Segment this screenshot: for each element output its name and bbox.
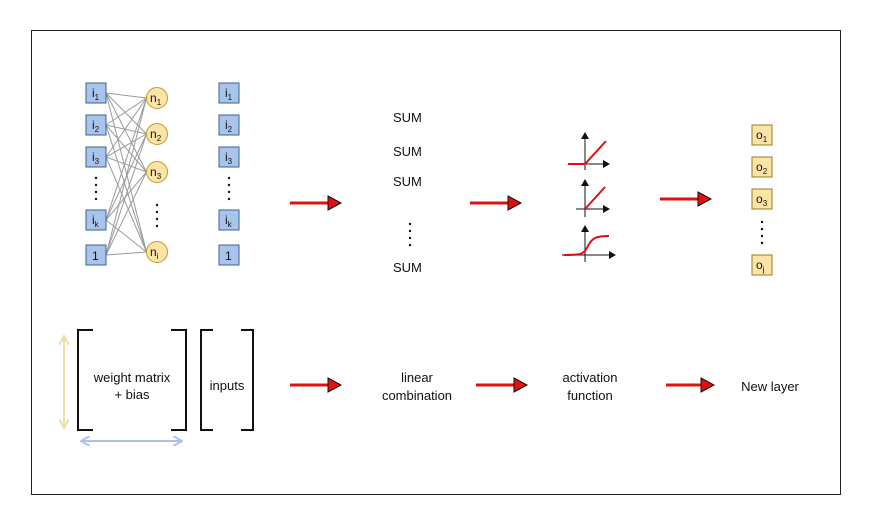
connection-line	[105, 97, 147, 256]
connection-line	[105, 156, 147, 173]
linear-icon	[576, 179, 610, 217]
connection-line	[105, 124, 147, 253]
connection-line	[105, 97, 147, 158]
vertical-ellipsis	[227, 176, 231, 201]
svg-text:ik: ik	[92, 213, 100, 229]
vertical-ellipsis	[155, 203, 159, 228]
input-node: i3	[218, 146, 240, 168]
connection-line	[105, 133, 147, 158]
sum-label: SUM	[393, 174, 422, 189]
connection-line	[105, 124, 147, 173]
svg-text:i1: i1	[92, 86, 100, 102]
activation-function-caption: function	[567, 388, 613, 403]
flow-arrow	[290, 195, 343, 211]
inputs-caption: inputs	[210, 378, 245, 393]
relu-icon	[568, 132, 610, 170]
output-node: o2	[751, 156, 773, 178]
connection-line	[105, 124, 147, 135]
sum-label: SUM	[393, 110, 422, 125]
sigmoid-icon	[562, 225, 616, 262]
diagram-frame	[31, 30, 841, 495]
connection-lines	[105, 92, 147, 256]
input-node: i2	[85, 114, 107, 136]
neuron-node: n1	[146, 87, 168, 109]
connection-line	[105, 156, 147, 253]
flow-arrow	[660, 191, 713, 207]
connection-line	[105, 92, 147, 253]
vertical-ellipsis	[760, 220, 764, 245]
neuron-column: n1 n2 n3 ni	[146, 87, 168, 263]
bias-caption: + bias	[114, 387, 150, 402]
svg-text:ni: ni	[150, 245, 159, 261]
connection-line	[105, 92, 147, 135]
svg-text:i2: i2	[92, 118, 100, 134]
flow-arrow	[470, 195, 523, 211]
sum-label: SUM	[393, 260, 422, 275]
svg-text:i1: i1	[225, 86, 233, 102]
svg-text:oj: oj	[756, 258, 765, 274]
svg-text:i3: i3	[92, 150, 100, 166]
neuron-node: n2	[146, 123, 168, 145]
neuron-node: ni	[146, 241, 168, 263]
svg-text:n3: n3	[150, 165, 162, 181]
svg-text:o1: o1	[756, 128, 768, 144]
bias-node: 1	[218, 244, 240, 266]
svg-text:1: 1	[92, 249, 99, 263]
neuron-node: n3	[146, 161, 168, 183]
input-node: i3	[85, 146, 107, 168]
weight-matrix-caption: weight matrix	[93, 370, 171, 385]
flow-arrow	[476, 377, 529, 393]
svg-text:1: 1	[225, 249, 232, 263]
linear-combination-caption: combination	[382, 388, 452, 403]
output-node: oj	[751, 254, 773, 276]
connection-line	[105, 97, 147, 126]
sum-column: SUM SUM SUM SUM	[393, 110, 422, 275]
inputs-brackets	[200, 329, 254, 431]
input-node: i1	[85, 82, 107, 104]
output-column: o1 o2 o3 oj	[751, 124, 773, 276]
svg-text:ik: ik	[225, 213, 233, 229]
connection-line	[105, 92, 147, 173]
svg-text:i2: i2	[225, 118, 233, 134]
sum-label: SUM	[393, 144, 422, 159]
input-node: i1	[218, 82, 240, 104]
connection-line	[105, 219, 147, 253]
activation-function-caption: activation	[563, 370, 618, 385]
svg-text:n2: n2	[150, 127, 162, 143]
linear-combination-caption: linear	[401, 370, 433, 385]
vertical-ellipsis	[94, 176, 98, 201]
bias-node: 1	[85, 244, 107, 266]
connection-line	[105, 133, 147, 256]
output-node: o1	[751, 124, 773, 146]
svg-text:n1: n1	[150, 91, 162, 107]
svg-text:o2: o2	[756, 160, 768, 176]
weight-matrix-brackets	[77, 329, 187, 431]
connection-line	[105, 171, 147, 256]
input-node: i2	[218, 114, 240, 136]
flow-arrow	[666, 377, 716, 393]
input-column-2: i1 i2 i3 ik 1	[218, 82, 240, 266]
svg-text:i3: i3	[225, 150, 233, 166]
flow-arrow	[290, 377, 343, 393]
new-layer-caption: New layer	[741, 379, 799, 394]
connection-line	[105, 92, 147, 99]
connection-line	[105, 97, 147, 221]
output-node: o3	[751, 188, 773, 210]
input-column-1: i1 i2 i3 ik 1	[85, 82, 107, 266]
input-node: ik	[85, 209, 107, 231]
connection-line	[105, 251, 147, 256]
svg-text:o3: o3	[756, 192, 768, 208]
input-node: ik	[218, 209, 240, 231]
vertical-ellipsis	[408, 222, 412, 247]
